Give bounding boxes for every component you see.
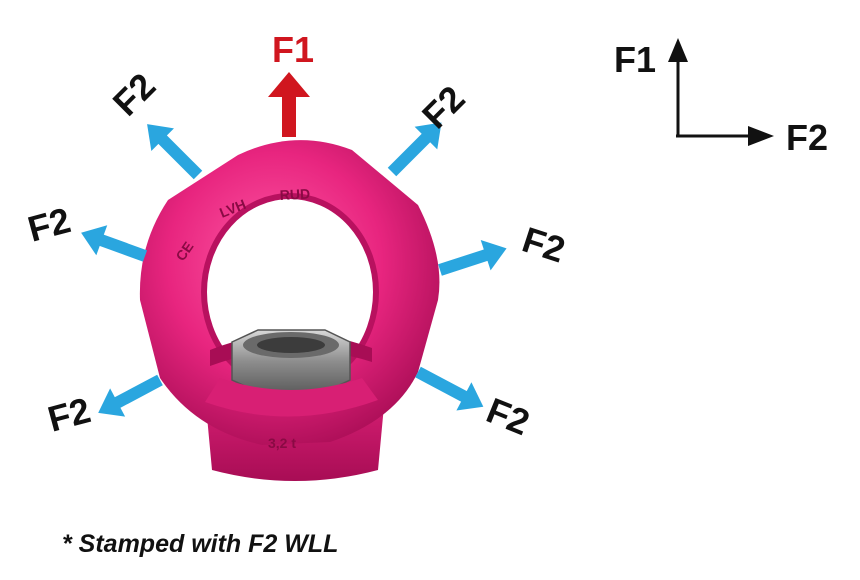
f2-arrow-upper-left [147, 124, 203, 180]
f2-arrow-head [456, 382, 484, 411]
f1-arrow-head [268, 72, 310, 97]
f2-arrow-head [414, 122, 442, 150]
f2-label-lower-left: F2 [43, 389, 94, 439]
f2-arrow-lower-right [415, 366, 484, 411]
f2-force-arrows [81, 122, 507, 417]
f2-arrow-upper-right [387, 122, 442, 177]
f2-arrow-shaft [387, 132, 432, 177]
f2-arrow-head [147, 124, 174, 151]
legend-horizontal-arrowhead [748, 126, 774, 146]
f1-arrow-shaft [282, 95, 296, 137]
f2-arrow-left [81, 225, 148, 262]
f2-arrow-head [480, 239, 507, 271]
eye-nut: RUD LVH CE 3,2 t [139, 140, 440, 481]
f2-arrow-lower-left [98, 374, 163, 417]
threaded-nut-bore-inner [257, 337, 325, 353]
footnote: * Stamped with F2 WLL [62, 530, 339, 558]
force-legend: F1 F2 [614, 38, 828, 158]
f2-arrow-head [81, 225, 108, 256]
f2-arrow-head [98, 388, 126, 417]
f2-label-upper-left: F2 [105, 65, 164, 124]
legend-label-f1: F1 [614, 39, 656, 80]
stamp-brand: RUD [279, 185, 310, 203]
threaded-nut [231, 329, 351, 393]
f2-arrow-shaft [156, 133, 203, 180]
eye-nut-ring-front [205, 378, 378, 417]
legend-label-f2: F2 [786, 117, 828, 158]
f2-label-left: F2 [23, 199, 74, 249]
stamp-capacity: 3,2 t [268, 435, 296, 451]
f2-arrow-shaft [113, 374, 163, 409]
f2-label-right: F2 [518, 219, 571, 271]
f2-arrow-shaft [438, 248, 490, 276]
f2-arrow-shaft [97, 233, 148, 262]
legend-vertical-arrowhead [668, 38, 688, 62]
f2-label-lower-right: F2 [481, 389, 535, 443]
f2-arrow-shaft [415, 366, 469, 403]
f1-force-label: F1 [272, 29, 314, 70]
f1-force-arrow [268, 72, 310, 137]
f2-arrow-right [438, 239, 507, 276]
